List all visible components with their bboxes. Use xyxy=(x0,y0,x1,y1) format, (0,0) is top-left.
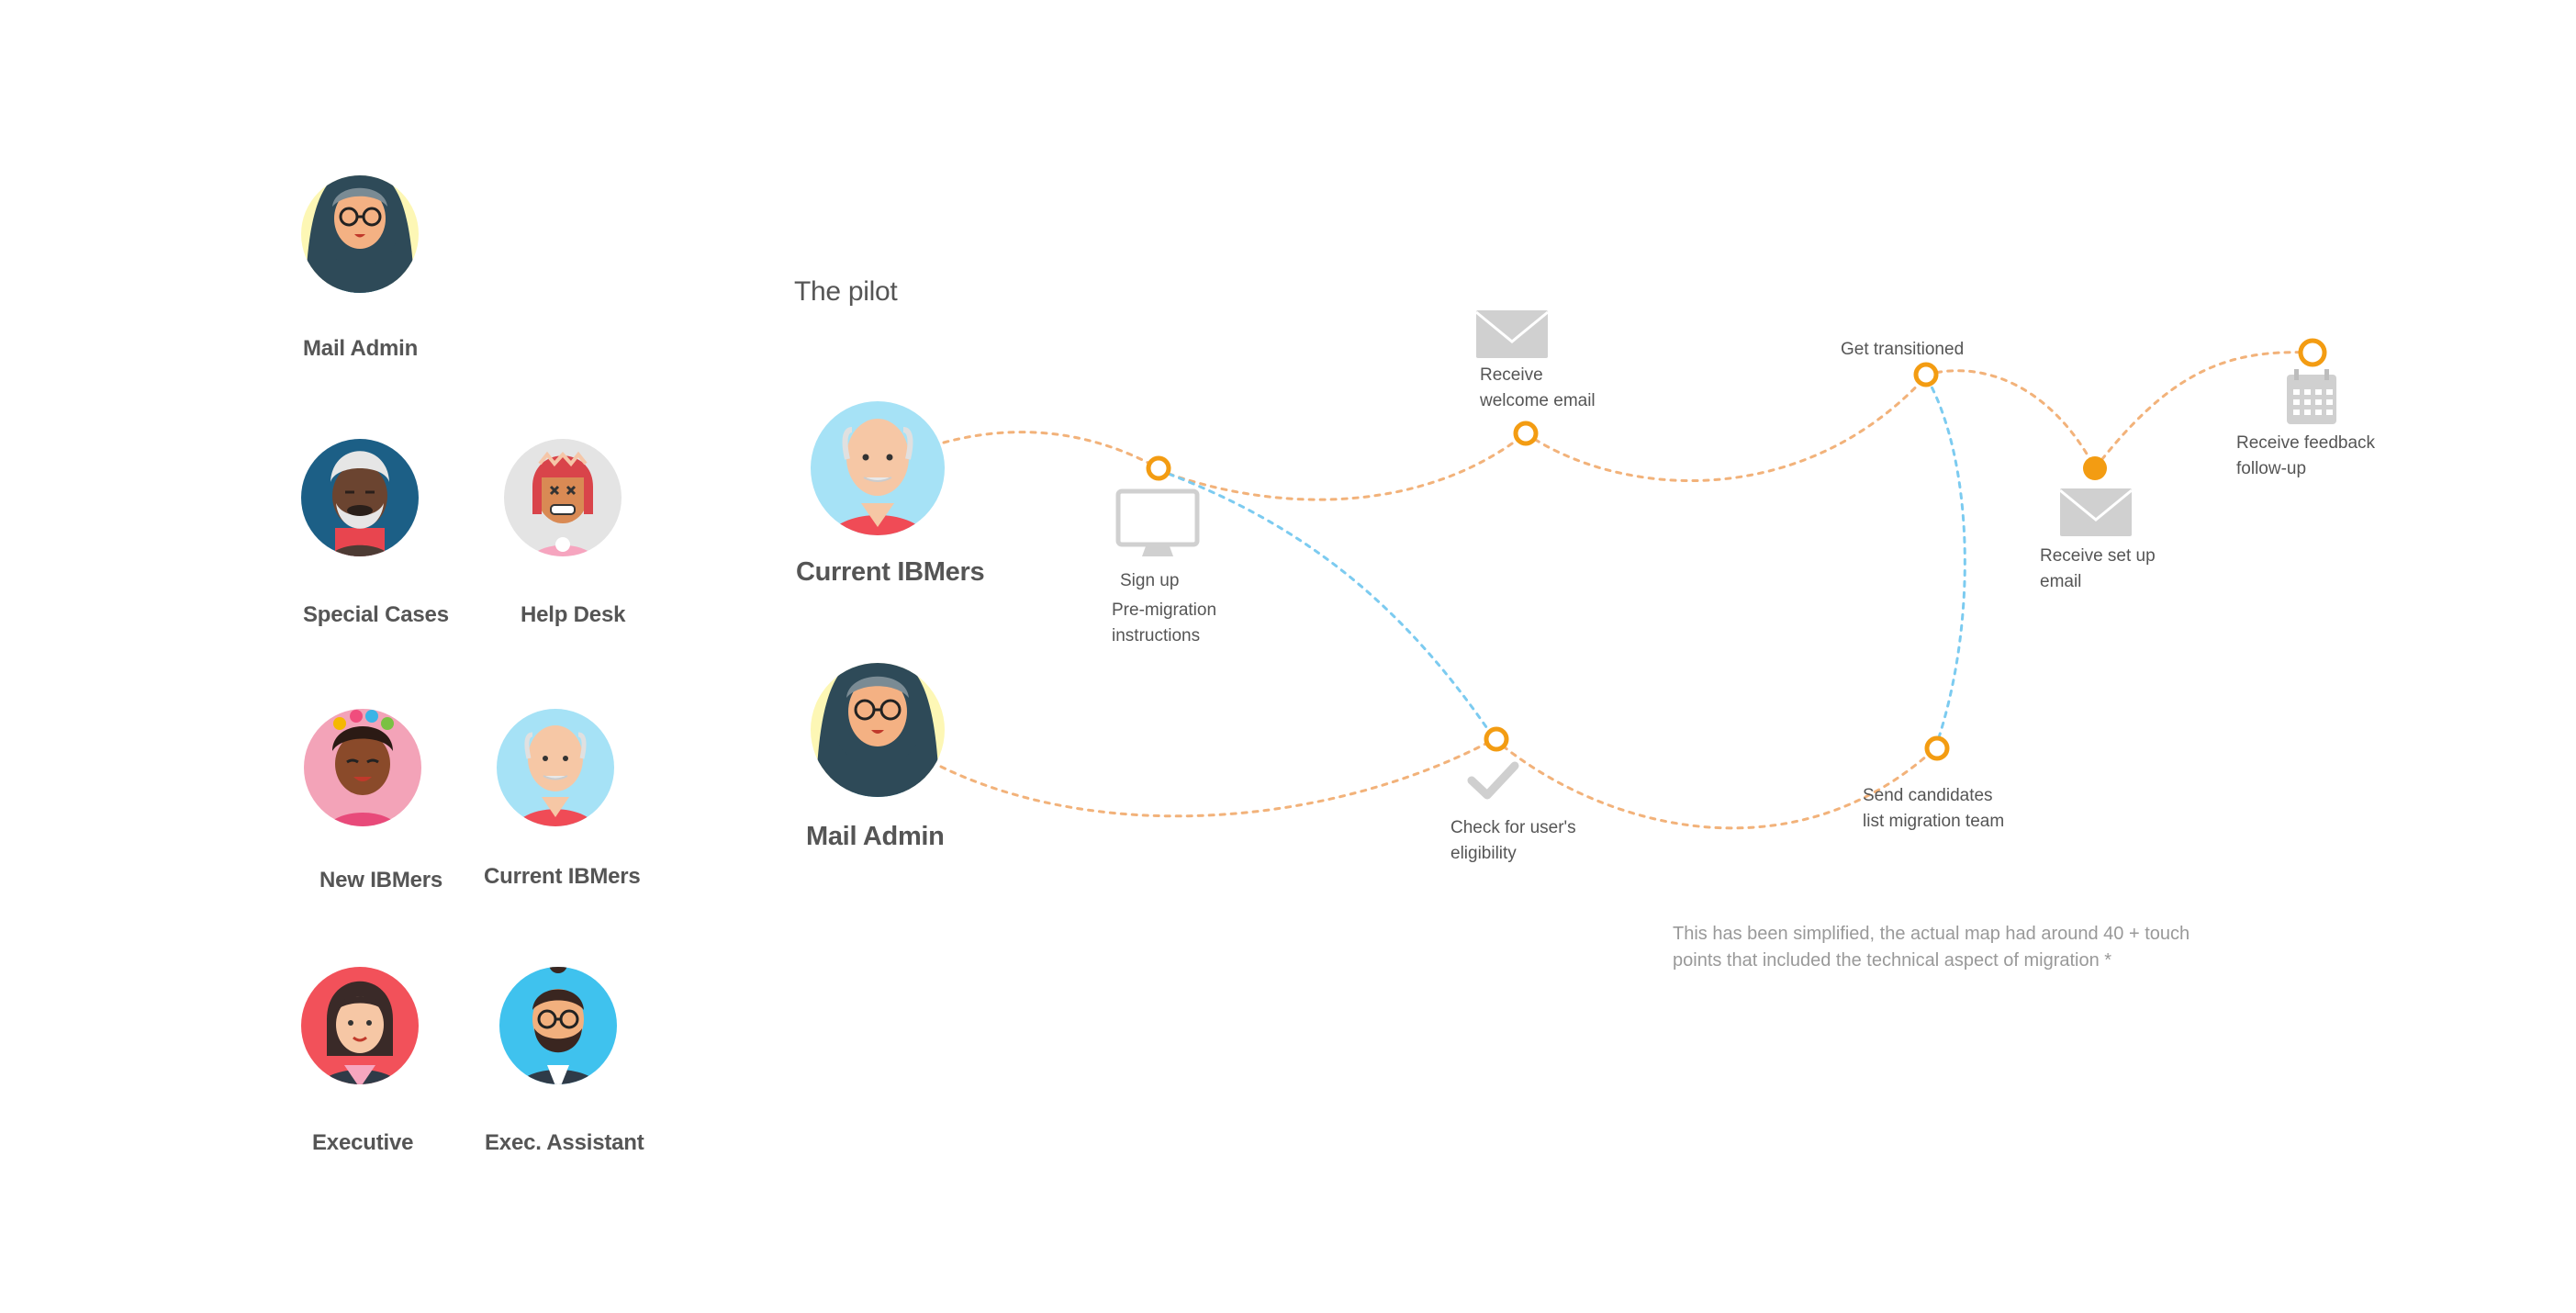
executive-avatar xyxy=(301,967,419,1084)
persona-name-help-desk: Help Desk xyxy=(521,602,626,627)
node-welcome[interactable] xyxy=(1513,421,1539,446)
path-send-to-transitioned xyxy=(1924,375,1966,750)
node-eligibility[interactable] xyxy=(1484,726,1509,752)
mail-admin-avatar xyxy=(301,175,419,293)
node-feedback[interactable] xyxy=(2298,338,2327,367)
current-ibmers-avatar xyxy=(497,709,614,826)
envelope-icon xyxy=(1475,310,1549,358)
exec-assistant-avatar xyxy=(499,967,617,1084)
actor-mail-admin-avatar xyxy=(811,663,945,797)
path-signup-to-welcome xyxy=(1157,432,1528,501)
step-nodes xyxy=(1146,338,2327,761)
help-desk-avatar xyxy=(504,439,622,556)
step-label-send-candidates: Send candidates list migration team xyxy=(1863,786,2005,831)
node-transitioned[interactable] xyxy=(1913,362,1939,387)
path-setup-to-feedback xyxy=(2093,351,2312,470)
persona-name-mail-admin: Mail Admin xyxy=(303,336,419,361)
step-label-sign-up: Sign up xyxy=(1120,571,1180,590)
step-label-welcome: Receive welcome email xyxy=(1480,365,1596,410)
node-setup[interactable] xyxy=(2083,456,2107,480)
step-label-pre-migration: Pre-migration instructions xyxy=(1112,600,1217,645)
monitor-icon xyxy=(1115,488,1200,556)
path-welcome-to-transitioned xyxy=(1524,375,1928,482)
step-label-eligibility: Check for user's eligibility xyxy=(1450,818,1576,863)
step-label-setup: Receive set up email xyxy=(2040,546,2156,591)
step-label-feedback: Receive feedback follow-up xyxy=(2236,433,2376,478)
envelope-icon xyxy=(2059,488,2133,536)
path-transitioned-to-setup xyxy=(1924,369,2097,470)
diagram-title: The pilot xyxy=(794,276,898,307)
actor-current-ibmers-avatar xyxy=(811,401,945,535)
step-label-transitioned: Get transitioned xyxy=(1841,340,1965,359)
footnote: This has been simplified, the actual map… xyxy=(1673,924,2190,971)
actor-name-current-ibmers: Current IBMers xyxy=(796,557,985,587)
special-cases-avatar xyxy=(301,439,419,556)
persona-name-current-ibmers: Current IBMers xyxy=(484,864,641,889)
node-send-candidates[interactable] xyxy=(1924,735,1950,761)
actor-name-mail-admin: Mail Admin xyxy=(806,822,945,851)
persona-name-new-ibmers: New IBMers xyxy=(319,868,443,892)
path-eligibility-to-send xyxy=(1493,737,1937,830)
path-signup-to-eligibility xyxy=(1157,468,1496,741)
calendar-icon xyxy=(2287,369,2336,424)
journey-paths xyxy=(939,351,2312,830)
path-current-to-signup xyxy=(942,431,1160,470)
persona-name-special-cases: Special Cases xyxy=(303,602,449,627)
node-sign-up[interactable] xyxy=(1146,455,1171,481)
path-mailadmin-to-eligibility xyxy=(939,737,1496,818)
persona-name-executive: Executive xyxy=(312,1130,414,1155)
checkmark-icon xyxy=(1467,761,1519,800)
new-ibmers-avatar xyxy=(304,709,421,826)
persona-name-exec-assistant: Exec. Assistant xyxy=(485,1130,644,1155)
